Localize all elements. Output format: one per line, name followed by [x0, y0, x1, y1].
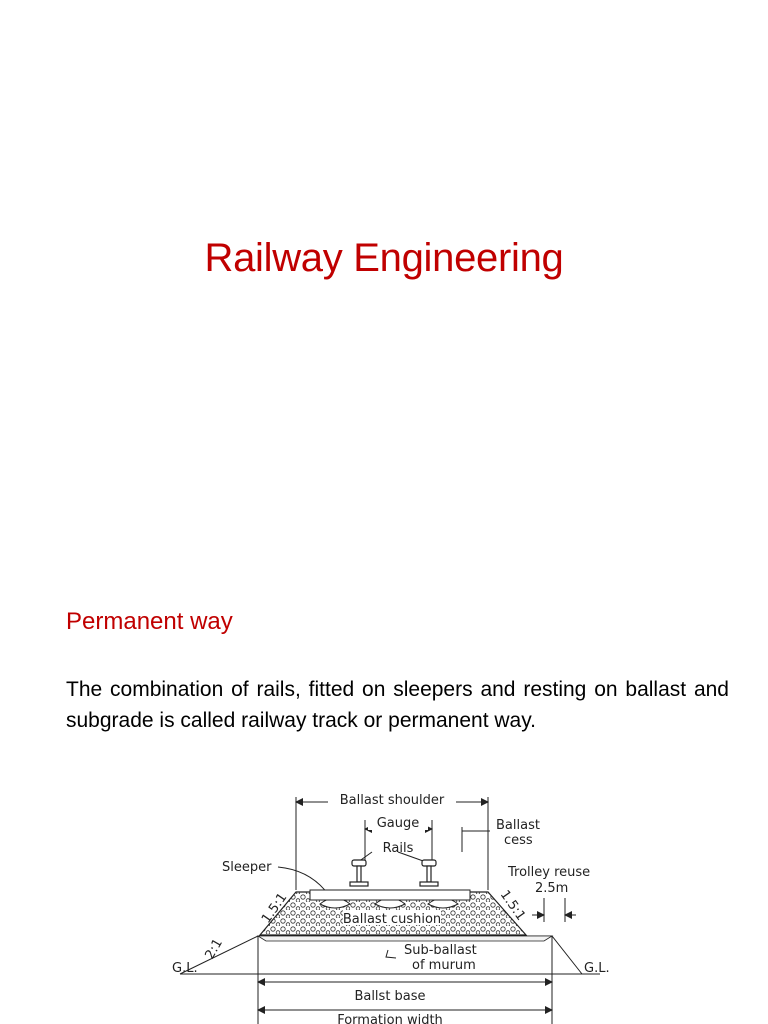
label-ballast-base: Ballst base	[354, 989, 425, 1004]
label-slope-embankment: 2:1	[202, 936, 225, 962]
label-rails: Rails	[383, 841, 414, 856]
rail-right	[419, 859, 439, 887]
slide-title: Railway Engineering	[204, 236, 564, 280]
label-gl-right: G.L.	[584, 961, 610, 976]
label-ballast-cess-1: Ballast	[496, 818, 540, 833]
label-trolley-reuse: Trolley reuse	[507, 865, 590, 880]
label-gl-left: G.L.	[172, 961, 198, 976]
label-sub-ballast-1: Sub-ballast	[404, 943, 477, 958]
label-formation-width: Formation width	[337, 1013, 443, 1024]
label-ballast-cushion: Ballast cushion	[343, 912, 441, 927]
label-sleeper: Sleeper	[222, 860, 272, 875]
label-sub-ballast-2: of murum	[412, 958, 476, 973]
label-gauge: Gauge	[377, 816, 420, 831]
rail-left	[349, 859, 369, 887]
body-paragraph: The combination of rails, fitted on slee…	[66, 678, 729, 732]
label-trolley-dim: 2.5m	[535, 881, 568, 896]
track-cross-section-diagram: Ballast shoulder Gauge Rails Ballast ces…	[172, 791, 610, 1024]
section-heading: Permanent way	[66, 608, 233, 635]
label-ballast-cess-2: cess	[504, 833, 533, 848]
label-ballast-shoulder: Ballast shoulder	[340, 793, 445, 808]
